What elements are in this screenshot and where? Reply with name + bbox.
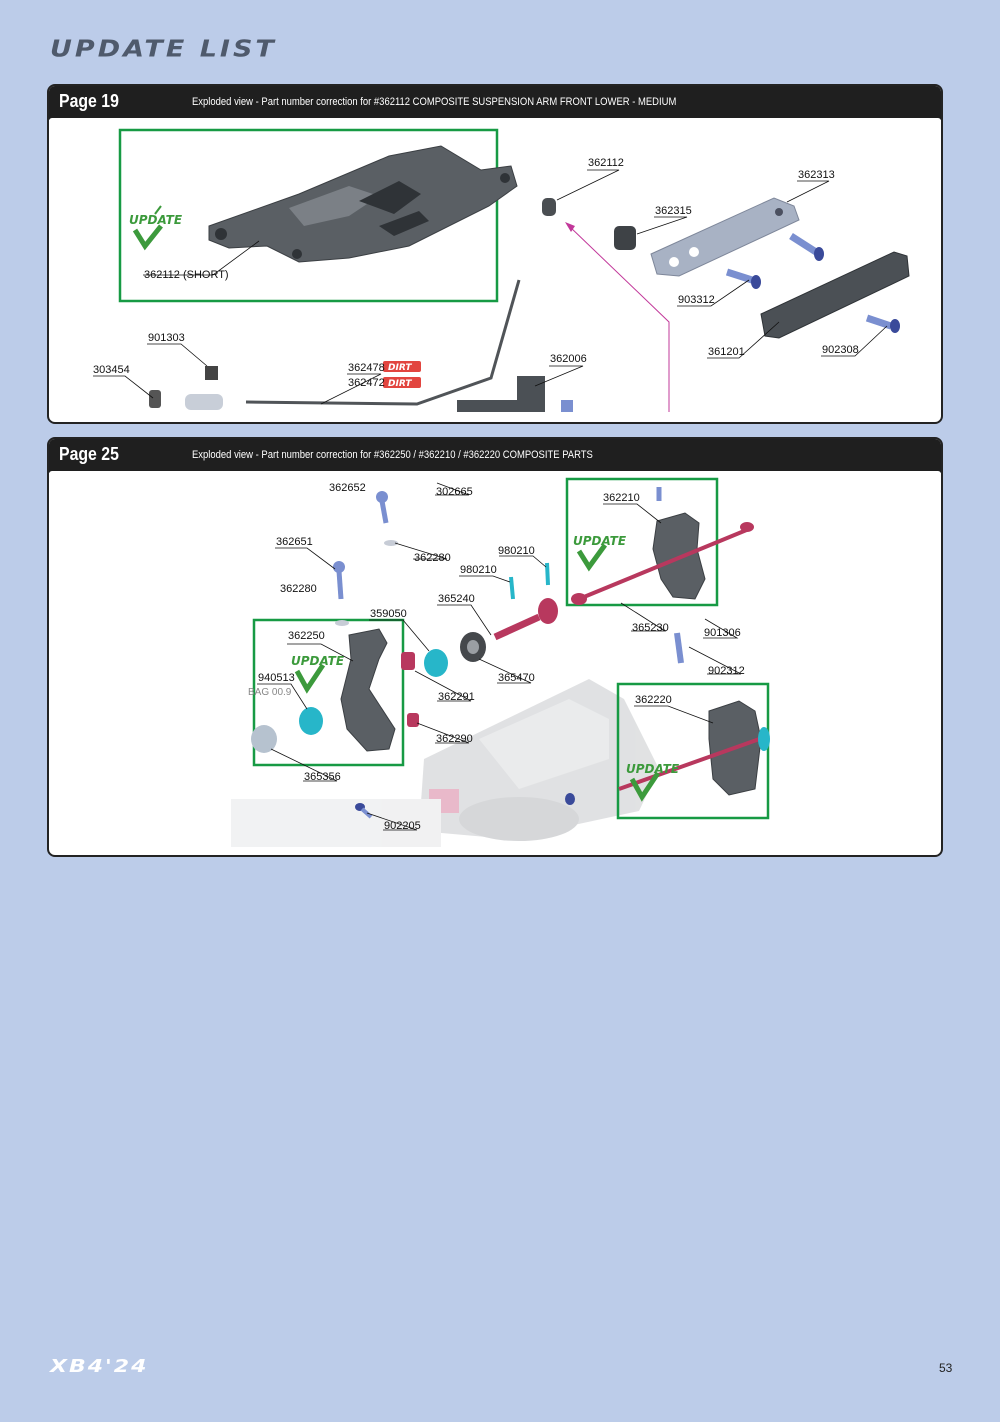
screw-part <box>789 233 824 261</box>
page-number: 53 <box>939 1361 953 1375</box>
part-number-label: 365356 <box>304 771 341 783</box>
steering-block-part <box>340 628 396 752</box>
part-number-label: 359050 <box>370 608 407 620</box>
part-number-label: 362280 <box>280 583 317 595</box>
part-number-label: 362280 <box>414 552 451 564</box>
bearing-part <box>424 649 448 677</box>
washer-part <box>384 540 398 546</box>
ball-stud-part <box>333 561 345 600</box>
axle-part <box>493 598 558 641</box>
part-number-label: 980210 <box>498 545 535 557</box>
part-number-label: 362112 (SHORT) <box>144 269 229 281</box>
part-number-label: 365240 <box>438 593 475 605</box>
update-badge-label: UPDATE <box>626 762 680 776</box>
part-number-label: 302665 <box>436 486 473 498</box>
chassis-background <box>231 679 659 847</box>
pivot-part <box>185 394 223 410</box>
update-highlight-box <box>118 128 499 303</box>
bushing-part <box>407 713 419 727</box>
dirt-badge <box>383 377 421 388</box>
suspension-arm-part <box>208 145 518 263</box>
screw-part <box>565 793 575 805</box>
update-highlight-box <box>616 682 770 820</box>
part-number-label: 902312 <box>708 665 745 677</box>
part-number-label: 901303 <box>148 332 185 344</box>
bearing-part <box>251 725 277 753</box>
washer-part <box>335 620 349 626</box>
part-number-label: 362291 <box>438 691 475 703</box>
part-number-label: 980210 <box>460 564 497 576</box>
panel-header: Page 25 Exploded view - Part number corr… <box>49 439 941 474</box>
update-highlight-box <box>252 618 405 767</box>
part-number-label: 902308 <box>822 344 859 356</box>
dirt-badge-label: DIRT <box>388 363 412 373</box>
bearing-part <box>299 707 323 735</box>
part-number-label: 362112 <box>588 157 624 169</box>
set-screw-part <box>205 366 218 380</box>
panel-page-label: Page 25 <box>59 444 119 464</box>
part-number-label: 362652 <box>329 482 366 494</box>
update-panel-page-25: Page 25 Exploded view - Part number corr… <box>47 437 943 857</box>
hinge-block-part <box>760 251 910 339</box>
part-number-label: 361201 <box>708 346 745 358</box>
footer-logo: XB4'24 <box>50 1357 149 1377</box>
page-title: UPDATE LIST <box>50 36 277 63</box>
panel-description: Exploded view - Part number correction f… <box>192 96 677 108</box>
update-badge-label: UPDATE <box>129 213 183 227</box>
update-badge: UPDATE <box>129 205 183 251</box>
exploded-view-diagram: UPDATE UPDATE UPDATE <box>231 477 770 847</box>
part-number-label: 903312 <box>678 294 715 306</box>
update-badge: UPDATE <box>626 762 680 802</box>
part-number-label: 303454 <box>93 364 130 376</box>
update-badge-label: UPDATE <box>291 654 345 668</box>
dirt-badge <box>383 361 421 372</box>
ball-stud-part <box>376 491 389 524</box>
bar-mount-part <box>457 376 573 412</box>
hinge-pin-part <box>674 632 684 664</box>
part-number-label: 940513 <box>258 672 295 684</box>
bearing-part <box>467 640 479 654</box>
driveshaft-part <box>578 527 750 601</box>
assembly-arrow <box>568 225 670 412</box>
part-number-label: 901306 <box>704 627 741 639</box>
driveshaft-part <box>618 735 766 791</box>
pin-part <box>545 562 550 586</box>
screw-part <box>725 268 761 289</box>
part-number-label: 365230 <box>632 622 669 634</box>
bushing-part <box>542 198 556 216</box>
part-number-label: 362006 <box>550 353 587 365</box>
screw-part <box>865 314 900 333</box>
anti-roll-bar-part <box>245 279 521 406</box>
dirt-badge-label: DIRT <box>388 379 412 389</box>
part-number-label: 362250 <box>288 630 325 642</box>
panel-header: Page 19 Exploded view - Part number corr… <box>49 86 941 121</box>
part-number-label: 365470 <box>498 672 535 684</box>
panel-page-label: Page 19 <box>59 91 119 111</box>
screw-part <box>355 803 373 819</box>
part-number-label: 362472 <box>348 377 385 389</box>
part-number-label: 362220 <box>635 694 672 706</box>
bushing-part <box>401 652 415 670</box>
exploded-view-diagram: UPDATE <box>93 128 910 412</box>
hinge-plate-part <box>650 197 800 277</box>
part-number-label: 362290 <box>436 733 473 745</box>
part-number-label: 362651 <box>276 536 313 548</box>
part-number-label: 362210 <box>603 492 640 504</box>
pin-part <box>509 576 515 600</box>
part-number-label: 362315 <box>655 205 692 217</box>
update-panel-page-19: Page 19 Exploded view - Part number corr… <box>47 84 943 424</box>
bag-label: BAG 00.9 <box>248 687 292 698</box>
part-number-label: 362478 <box>348 362 385 374</box>
update-badge-label: UPDATE <box>573 534 627 548</box>
panel-description: Exploded view - Part number correction f… <box>192 449 593 461</box>
update-badge: UPDATE <box>573 534 627 572</box>
collar-part <box>149 390 161 408</box>
nut-part <box>614 226 636 250</box>
part-number-label: 362313 <box>798 169 835 181</box>
part-number-label: 902205 <box>384 820 421 832</box>
update-badge: UPDATE <box>291 654 345 694</box>
